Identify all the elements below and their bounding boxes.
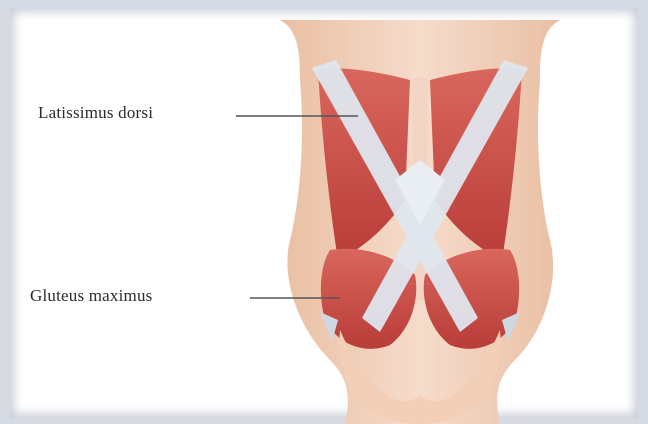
label-latissimus-dorsi: Latissimus dorsi (38, 103, 153, 123)
label-gluteus-maximus: Gluteus maximus (30, 286, 152, 306)
